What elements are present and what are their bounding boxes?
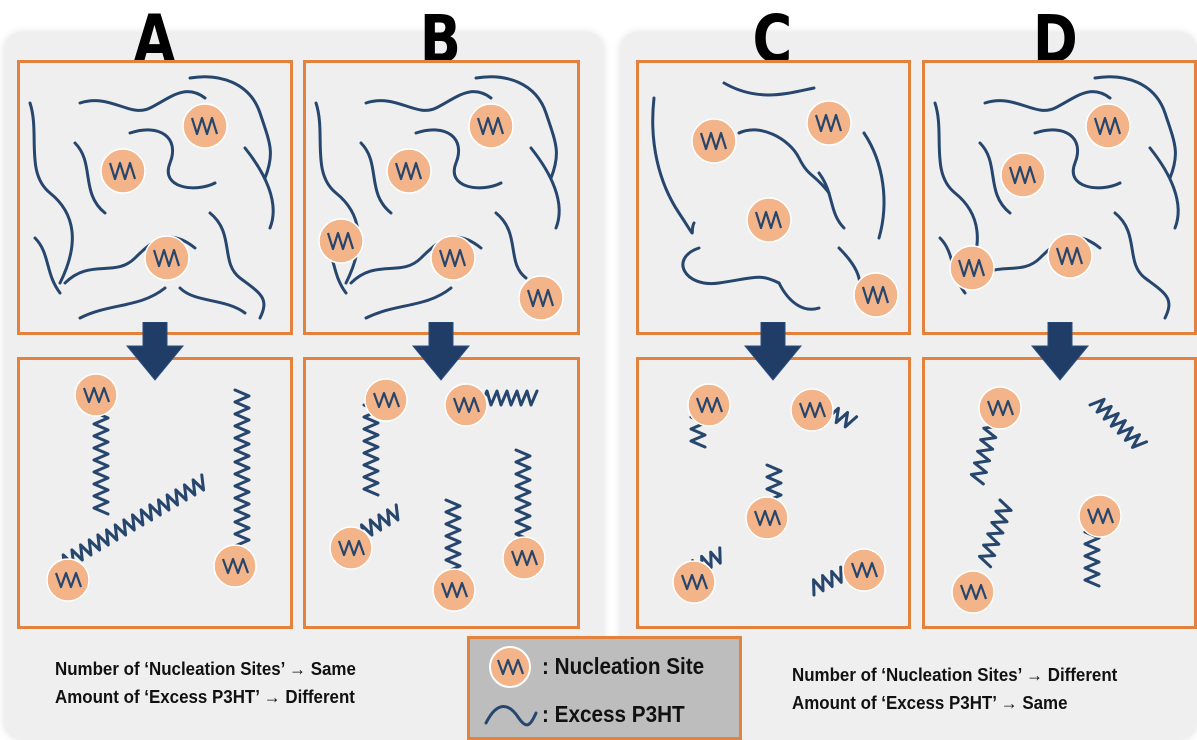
down-arrow-icon — [125, 322, 185, 382]
legend-row-nucleation: : Nucleation Site — [470, 645, 740, 689]
down-arrow-icon — [743, 322, 803, 382]
panel-a-bottom-drawing — [20, 360, 290, 626]
legend-excess-label: : Excess P3HT — [542, 699, 685, 729]
panel-c-top-drawing — [639, 63, 908, 332]
panel-a-top — [17, 60, 293, 335]
caption-right-line1: Number of ‘Nucleation Sites’ → Different — [792, 662, 1117, 688]
panel-d-top-drawing — [925, 63, 1194, 332]
panel-b-top — [303, 60, 580, 335]
nucleation-site-icon — [480, 645, 540, 689]
legend-row-excess: : Excess P3HT — [470, 695, 740, 739]
panel-c-bottom — [636, 357, 911, 629]
down-arrow-icon — [1030, 322, 1090, 382]
panel-b-bottom — [303, 357, 580, 629]
panel-a-bottom — [17, 357, 293, 629]
panel-a-top-drawing — [20, 63, 290, 332]
caption-left-line2: Amount of ‘Excess P3HT’ → Different — [55, 684, 355, 710]
panel-d-bottom-drawing — [925, 360, 1194, 626]
panel-c-top — [636, 60, 911, 335]
excess-p3ht-icon — [480, 695, 540, 735]
panel-d-bottom — [922, 357, 1197, 629]
caption-right-line2: Amount of ‘Excess P3HT’ → Same — [792, 690, 1068, 716]
down-arrow-icon — [411, 322, 471, 382]
panel-b-top-drawing — [306, 63, 577, 332]
panel-c-bottom-drawing — [639, 360, 908, 626]
caption-left-line1: Number of ‘Nucleation Sites’ → Same — [55, 656, 356, 682]
legend-box: : Nucleation Site : Excess P3HT — [467, 636, 742, 740]
panel-b-bottom-drawing — [306, 360, 577, 626]
panel-d-top — [922, 60, 1197, 335]
legend-nucleation-label: : Nucleation Site — [542, 651, 704, 681]
